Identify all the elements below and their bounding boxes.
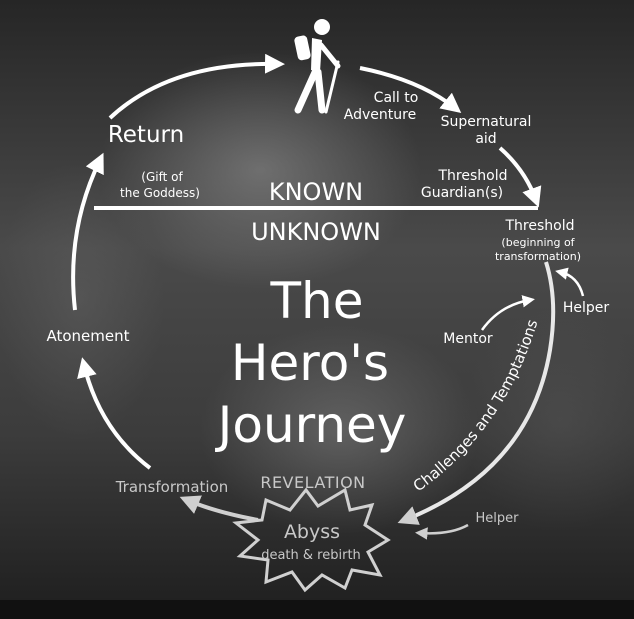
helper-bottom-label: Helper (476, 511, 520, 526)
title-line-3: Journey (215, 396, 407, 454)
title-line-2: Hero's (231, 334, 389, 392)
aid-line-1: Supernatural (441, 114, 532, 130)
abyss-burst (232, 487, 391, 593)
arrow-mentor (480, 295, 535, 331)
return-label: Return (108, 122, 184, 148)
guardian-line-1: Threshold (438, 168, 508, 184)
arc-transformation-to-atonement (77, 357, 152, 470)
abyss-sub-label: death & rebirth (261, 548, 361, 563)
aid-line-2: aid (475, 131, 496, 147)
guardian-line-2: Guardian(s) (421, 185, 503, 201)
arc-return-to-start (108, 53, 285, 120)
gift-line-1: (Gift of (141, 170, 183, 184)
call-line-2: Adventure (344, 107, 416, 123)
mentor-label: Mentor (443, 331, 493, 347)
known-label: KNOWN (269, 178, 363, 206)
bottom-dark-strip (0, 600, 634, 619)
gift-line-2: the Goddess) (120, 186, 200, 200)
arc-call-to-aid (359, 66, 462, 113)
arc-abyss-to-transformation (179, 495, 259, 522)
arc-threshold-descent (397, 261, 556, 525)
call-line-1: Call to (374, 90, 419, 106)
revelation-label: REVELATION (260, 473, 365, 492)
arrow-helper-top (555, 267, 585, 297)
hiker-icon (294, 19, 341, 114)
threshold-sub-2: transformation) (495, 250, 581, 263)
helper-top-label: Helper (563, 300, 610, 316)
arc-atonement-to-return (71, 152, 104, 311)
abyss-label: Abyss (284, 521, 340, 543)
title-line-1: The (270, 272, 364, 330)
threshold-label: Threshold (505, 218, 575, 234)
atonement-label: Atonement (46, 327, 129, 345)
threshold-sub-1: (beginning of (501, 236, 575, 249)
arrow-helper-bottom (415, 523, 469, 540)
transformation-label: Transformation (115, 478, 229, 496)
arc-aid-to-threshold (498, 146, 542, 208)
unknown-label: UNKNOWN (251, 218, 381, 246)
